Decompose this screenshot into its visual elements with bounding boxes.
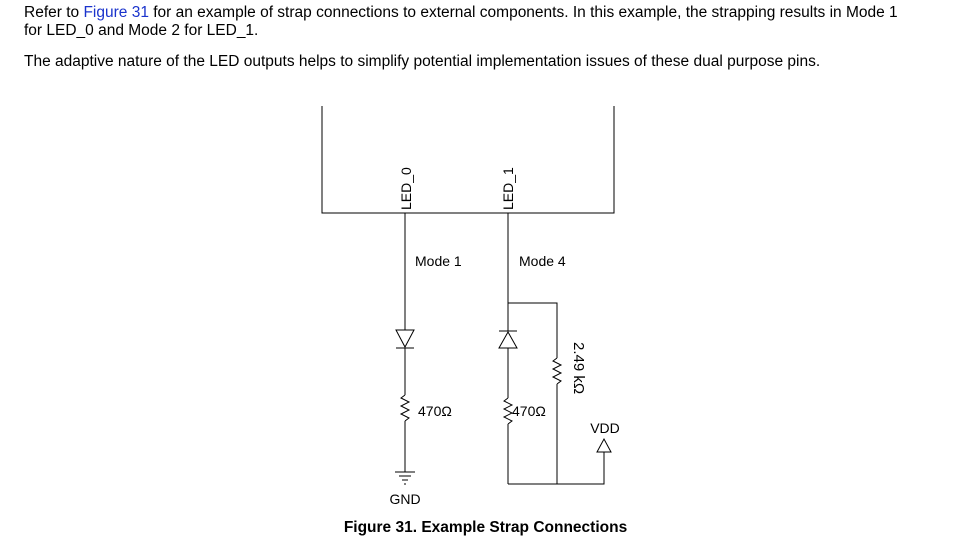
figure-caption: Figure 31. Example Strap Connections xyxy=(343,519,628,536)
figure-31-link[interactable]: Figure 31 xyxy=(83,4,149,21)
mode-label-right: Mode 4 xyxy=(519,253,566,269)
wire-bottom-rail xyxy=(508,452,605,485)
diode-icon xyxy=(395,329,415,349)
pin-label-led0: LED_0 xyxy=(398,167,414,210)
pin-label-led1: LED_1 xyxy=(500,167,516,210)
resistor-icon xyxy=(399,394,411,422)
chip-outline xyxy=(321,106,615,214)
vdd-arrow-icon xyxy=(596,437,612,453)
paragraph-text: Refer to xyxy=(24,4,84,21)
resistor-icon xyxy=(551,357,563,385)
wire-pullup-top xyxy=(508,302,558,358)
mode-label-left: Mode 1 xyxy=(415,253,462,269)
paragraph-adaptive-nature: The adaptive nature of the LED outputs h… xyxy=(24,53,821,70)
resistor-label-left: 470Ω xyxy=(418,403,452,419)
ground-label: GND xyxy=(389,491,420,507)
resistor-icon xyxy=(502,397,514,425)
diode-icon xyxy=(498,330,518,349)
paragraph-strap-intro: Refer to Figure 31 for an example of str… xyxy=(24,4,919,40)
resistor-label-middle: 470Ω xyxy=(512,403,546,419)
paragraph-text: for an example of strap connections to e… xyxy=(24,4,898,39)
supply-label: VDD xyxy=(590,420,620,436)
resistor-label-pullup: 2.49 kΩ xyxy=(570,342,587,394)
ground-icon xyxy=(395,471,415,485)
